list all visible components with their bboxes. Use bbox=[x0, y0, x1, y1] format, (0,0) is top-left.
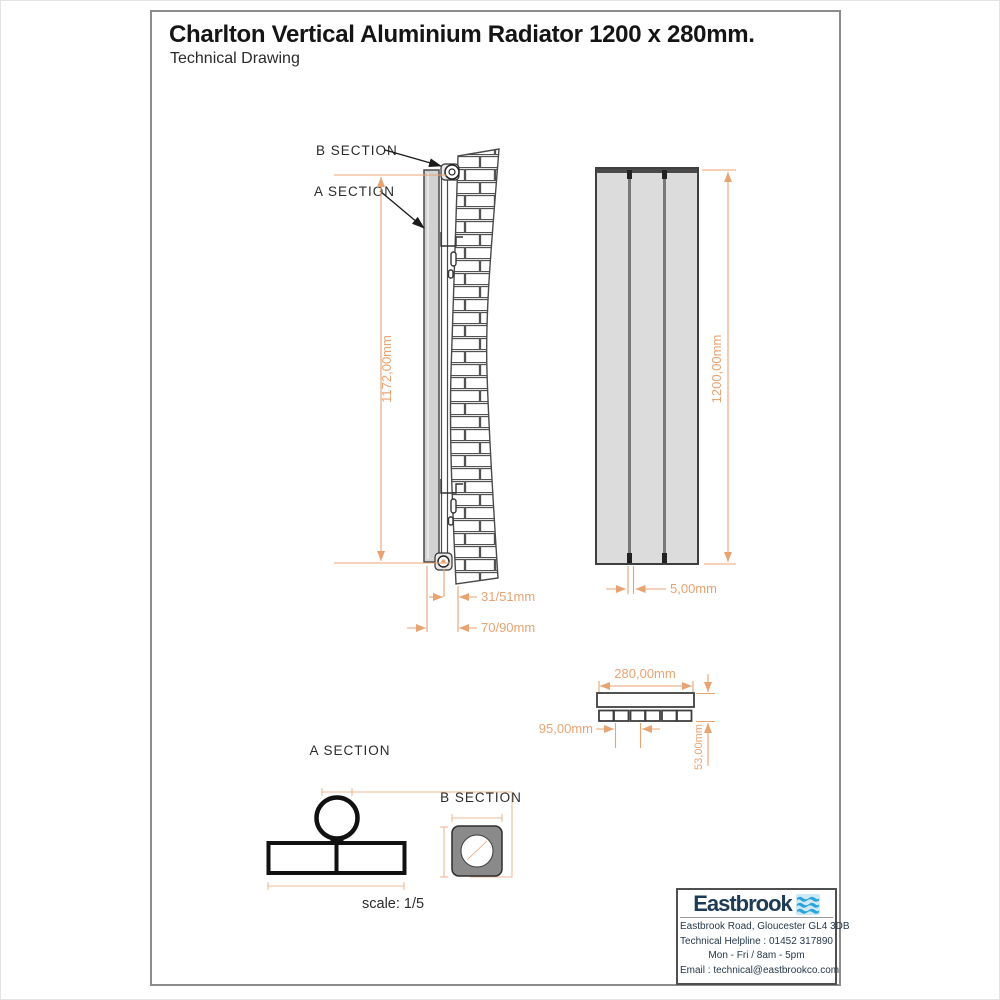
dim-overall-height-label: 1200,00mm bbox=[709, 335, 724, 404]
callout-a-leader bbox=[379, 190, 425, 229]
callout-b-section-label: B SECTION bbox=[316, 143, 398, 158]
dim-overall-depth bbox=[696, 674, 715, 766]
b-section-detail: B SECTION bbox=[440, 790, 522, 878]
panel-grooves bbox=[627, 170, 667, 563]
footer-address: Eastbrook Road, Gloucester GL4 3DB bbox=[680, 921, 850, 932]
front-panel bbox=[595, 167, 699, 565]
dim-panel-gap bbox=[606, 566, 666, 594]
wall-bracket-bottom bbox=[440, 479, 463, 526]
top-view-fins bbox=[598, 709, 693, 722]
top-view-body bbox=[596, 692, 695, 708]
callout-b-leader bbox=[384, 149, 442, 168]
a-detail-bar-left bbox=[266, 841, 339, 875]
footer-card: Eastbrook Eastbrook Road, Gloucester GL4… bbox=[676, 888, 850, 985]
dim-wall-offsets bbox=[407, 566, 477, 632]
page-title: Charlton Vertical Aluminium Radiator 120… bbox=[169, 21, 755, 48]
b-detail-dim-lines bbox=[440, 814, 503, 878]
wall-section bbox=[449, 148, 500, 585]
side-view: B SECTION A SECTION 1172,00mm 31/5 bbox=[314, 143, 535, 635]
footer-hours: Mon - Fri / 8am - 5pm bbox=[708, 950, 805, 961]
a-detail-tube bbox=[314, 795, 360, 841]
top-view: 280,00mm 95,00mm bbox=[539, 666, 715, 770]
dim-overall-width-label: 280,00mm bbox=[614, 666, 675, 681]
eastbrook-logo: Eastbrook bbox=[680, 893, 833, 918]
wall-bracket-top bbox=[440, 232, 463, 279]
top-pipe-boss bbox=[440, 163, 460, 181]
side-panel bbox=[423, 169, 440, 563]
eastbrook-waves-icon bbox=[795, 893, 820, 915]
scale-note: scale: 1/5 bbox=[362, 896, 424, 912]
b-detail-diameter-mark bbox=[466, 840, 488, 861]
dim-overall-height bbox=[702, 169, 736, 565]
dim-panel-gap-label: 5,00mm bbox=[670, 581, 717, 596]
page-subtitle: Technical Drawing bbox=[170, 50, 300, 67]
front-view: 1200,00mm 5,00mm bbox=[595, 167, 736, 596]
page-border bbox=[150, 10, 841, 986]
dim-overall-depth-label: 53,00mm bbox=[693, 724, 705, 770]
eastbrook-logo-text: Eastbrook bbox=[693, 891, 793, 916]
a-section-detail: A SECTION bbox=[266, 743, 513, 890]
dim-connection-pitch bbox=[596, 723, 660, 748]
front-panel-top-edge bbox=[597, 169, 697, 173]
footer-contact-lines: Eastbrook Road, Gloucester GL4 3DB Techn… bbox=[680, 918, 850, 978]
a-detail-stem bbox=[330, 836, 344, 845]
dim-panel-face-to-wall-label: 70/90mm bbox=[481, 620, 535, 635]
dim-overall-width bbox=[598, 681, 694, 692]
dim-pipe-centre-to-wall-label: 31/51mm bbox=[481, 589, 535, 604]
callout-a-section-label: A SECTION bbox=[314, 184, 395, 199]
b-section-title: B SECTION bbox=[440, 790, 522, 805]
footer-email: Email : technical@eastbrookco.com bbox=[680, 964, 840, 976]
dim-connection-pitch-label: 95,00mm bbox=[539, 721, 593, 736]
side-rear-strip bbox=[440, 176, 449, 559]
bottom-pipe-boss bbox=[434, 552, 453, 571]
footer-helpline: Technical Helpline : 01452 317890 bbox=[680, 935, 833, 947]
a-section-title: A SECTION bbox=[309, 743, 390, 758]
a-detail-bar-right bbox=[334, 841, 407, 875]
dim-side-mount-height-label: 1172,00mm bbox=[379, 335, 394, 403]
dim-side-mount-height bbox=[334, 174, 450, 564]
